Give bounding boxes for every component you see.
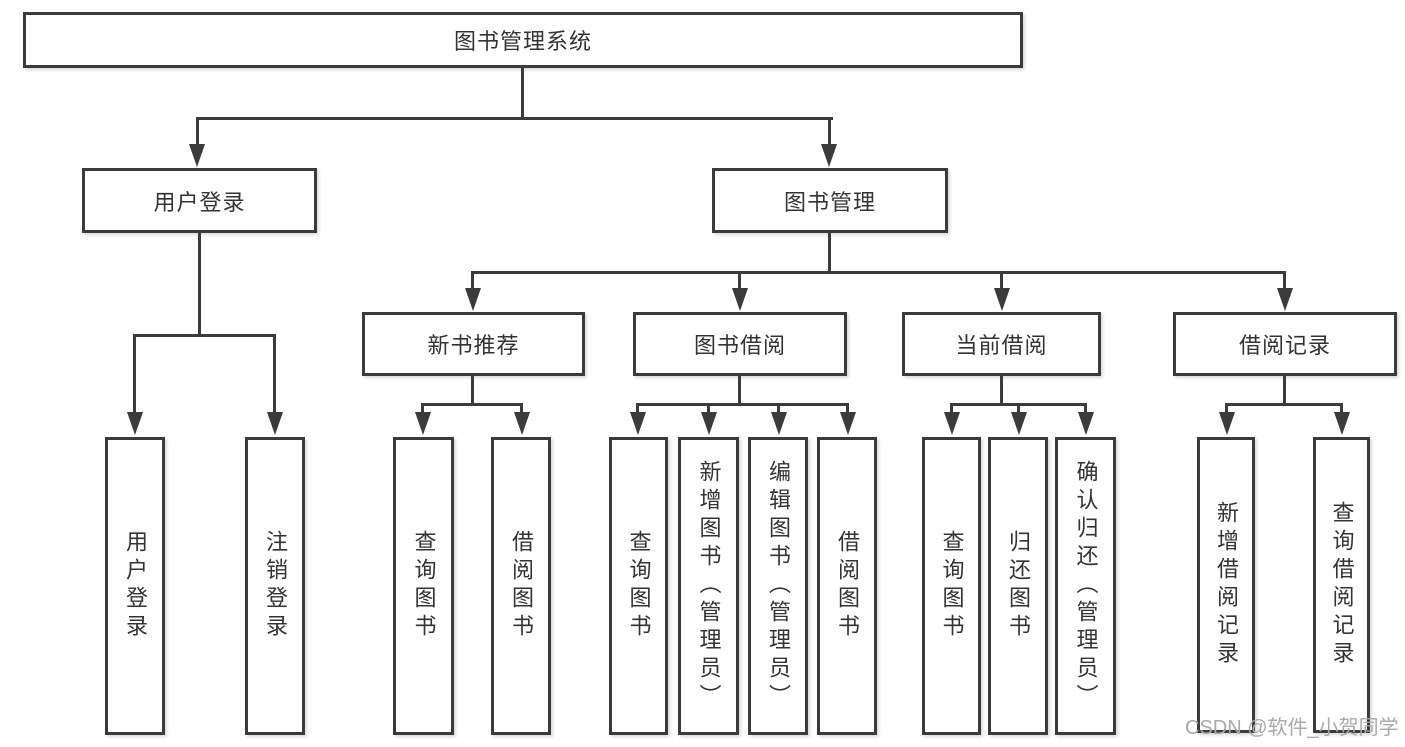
leaf-records-add-record: 新增借阅记录 [1197, 437, 1255, 733]
arrowhead-icon [127, 412, 143, 435]
node-label: 确认归还（管理员） [1073, 460, 1099, 712]
connector-line [471, 271, 1286, 274]
connector-line [777, 403, 780, 414]
connector-line [421, 403, 424, 414]
leaf-current-return-books: 归还图书 [988, 437, 1048, 735]
node-label: 新增借阅记录 [1214, 501, 1239, 669]
arrowhead-icon [701, 412, 717, 435]
leaf-current-query-books: 查询图书 [922, 437, 981, 735]
arrowhead-icon [189, 144, 205, 167]
leaf-logout: 注销登录 [245, 437, 305, 735]
node-book-management: 图书管理 [712, 168, 948, 233]
arrowhead-icon [771, 412, 787, 435]
node-label: 查询图书 [939, 530, 965, 642]
arrowhead-icon [1078, 412, 1094, 435]
connector-line [521, 68, 524, 119]
connector-line [846, 403, 849, 414]
node-label: 图书管理系统 [453, 29, 592, 54]
arrowhead-icon [630, 412, 646, 435]
arrowhead-icon [944, 412, 960, 435]
connector-line [707, 403, 710, 414]
connector-line [471, 271, 474, 290]
leaf-borrow-query-books: 查询图书 [609, 437, 668, 735]
arrowhead-icon [514, 412, 530, 435]
connector-line [738, 271, 741, 290]
leaf-recommend-query-books: 查询图书 [393, 437, 454, 735]
leaf-borrow-edit-books-admin: 编辑图书（管理员） [748, 437, 808, 735]
node-book-borrow: 图书借阅 [633, 312, 847, 376]
connector-line [1000, 376, 1003, 406]
connector-line [738, 376, 741, 406]
arrowhead-icon [415, 412, 431, 435]
node-system-root: 图书管理系统 [23, 12, 1023, 68]
node-label: 编辑图书（管理员） [766, 460, 791, 712]
connector-line [950, 403, 953, 414]
node-label: 图书管理 [783, 189, 876, 215]
leaf-recommend-borrow-books: 借阅图书 [491, 437, 551, 735]
connector-line [520, 403, 523, 414]
node-label: 图书借阅 [693, 333, 786, 358]
arrowhead-icon [994, 288, 1010, 311]
node-label: 查询图书 [626, 530, 652, 642]
node-label: 查询图书 [411, 530, 437, 642]
node-label: 新增图书（管理员） [696, 460, 722, 712]
node-label: 借阅图书 [509, 530, 534, 642]
node-label: 归还图书 [1006, 530, 1031, 642]
arrowhead-icon [267, 412, 283, 435]
leaf-borrow-borrow-books: 借阅图书 [817, 437, 877, 735]
leaf-records-query-record: 查询借阅记录 [1313, 437, 1370, 733]
connector-line [421, 403, 523, 406]
arrowhead-icon [732, 288, 748, 311]
arrowhead-icon [840, 412, 856, 435]
connector-line [1000, 271, 1003, 290]
connector-line [1084, 403, 1087, 414]
connector-line [828, 117, 831, 146]
leaf-borrow-add-books-admin: 新增图书（管理员） [678, 437, 739, 735]
arrowhead-icon [1277, 288, 1293, 311]
connector-line [636, 403, 849, 406]
node-label: 查询借阅记录 [1329, 501, 1355, 669]
connector-line [471, 376, 474, 406]
node-label: 注销登录 [263, 530, 288, 642]
arrowhead-icon [821, 144, 837, 167]
connector-line [1017, 403, 1020, 414]
node-label: 用户登录 [123, 530, 148, 642]
connector-line [1225, 403, 1343, 406]
csdn-watermark: CSDN @软件_小贺同学 [1185, 717, 1399, 739]
connector-line [1225, 403, 1228, 414]
connector-line [133, 334, 276, 337]
connector-line [273, 334, 276, 414]
node-current-borrow: 当前借阅 [902, 312, 1101, 376]
node-label: 借阅图书 [835, 530, 860, 642]
arrowhead-icon [1334, 412, 1350, 435]
node-label: 新书推荐 [427, 333, 520, 358]
connector-line [1340, 403, 1343, 414]
connector-line [636, 403, 639, 414]
node-label: 当前借阅 [955, 333, 1048, 358]
connector-line [1283, 271, 1286, 290]
connector-line [133, 334, 136, 414]
arrowhead-icon [465, 288, 481, 311]
arrowhead-icon [1219, 412, 1235, 435]
node-user-login: 用户登录 [82, 168, 317, 233]
node-label: 借阅记录 [1238, 333, 1331, 358]
connector-line [196, 117, 833, 120]
arrowhead-icon [1011, 412, 1027, 435]
connector-line [1283, 376, 1286, 406]
leaf-user-login: 用户登录 [105, 437, 165, 735]
connector-line [828, 233, 831, 274]
node-new-book-recommend: 新书推荐 [362, 312, 585, 376]
connector-line [196, 117, 199, 146]
connector-line [198, 233, 201, 337]
leaf-current-confirm-return-admin: 确认归还（管理员） [1055, 437, 1116, 735]
node-borrow-records: 借阅记录 [1173, 312, 1397, 376]
node-label: 用户登录 [153, 189, 246, 215]
